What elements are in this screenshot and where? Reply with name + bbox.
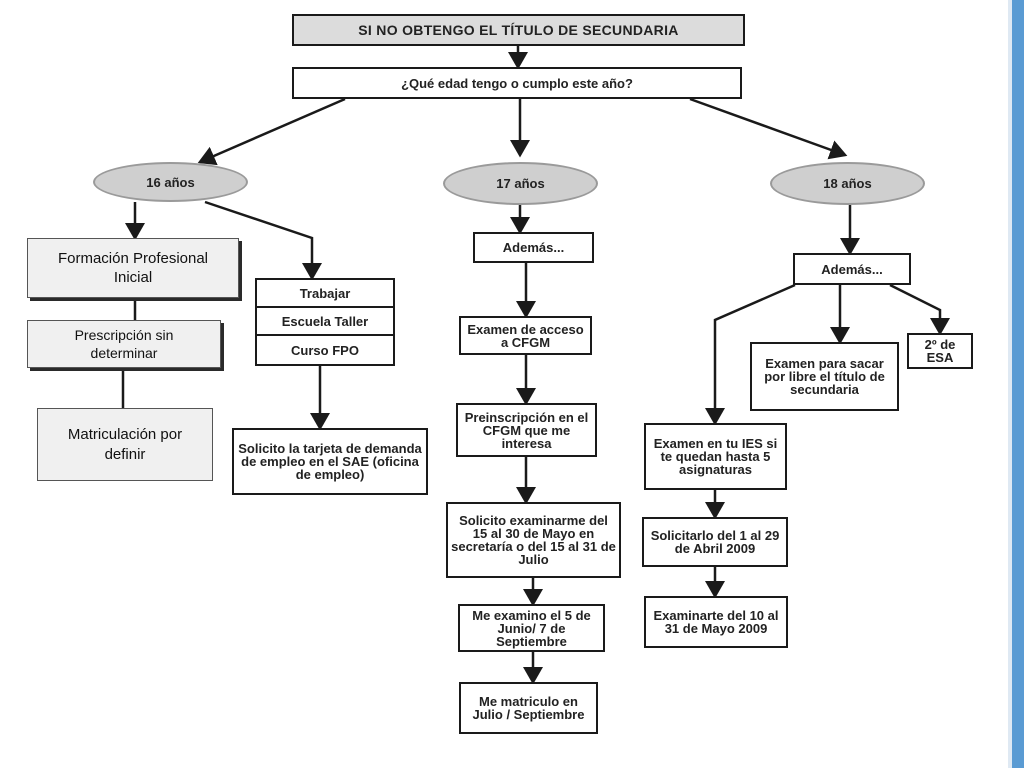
question-box: ¿Qué edad tengo o cumplo este año? (292, 67, 742, 99)
option-curso-fpo: Curso FPO (291, 342, 359, 358)
examen-libre-box: Examen para sacar por libre el título de… (750, 342, 899, 411)
diagram-title: SI NO OBTENGO EL TÍTULO DE SECUNDARIA (292, 14, 745, 46)
examinarte-box: Examinarte del 10 al 31 de Mayo 2009 (644, 596, 788, 648)
fp-inicial-box: Formación Profesional Inicial (27, 238, 239, 298)
solicito-examen-box: Solicito examinarme del 15 al 30 de Mayo… (446, 502, 621, 578)
line-question-18 (689, 97, 848, 160)
solicitarlo-box: Solicitarlo del 1 al 29 de Abril 2009 (642, 517, 788, 567)
option-escuela-taller: Escuela Taller (257, 308, 393, 336)
age-17-ellipse: 17 años (443, 162, 598, 205)
option-trabajar: Trabajar (257, 280, 393, 308)
esa-box: 2º de ESA (907, 333, 973, 369)
tarjeta-empleo-box: Solicito la tarjeta de demanda de empleo… (232, 428, 428, 495)
line-ademas-ies (705, 283, 796, 426)
ademas-17-box: Además... (473, 232, 594, 263)
age-18-ellipse: 18 años (770, 162, 925, 205)
examen-cfgm-box: Examen de acceso a CFGM (459, 316, 592, 355)
examen-ies-box: Examen en tu IES si te quedan hasta 5 as… (644, 423, 787, 490)
matriculacion-box: Matriculación por definir (37, 408, 213, 481)
line-question-16 (197, 97, 346, 166)
line-16-trabajar (204, 200, 322, 281)
slide-edge-light (1008, 0, 1012, 768)
age-16-ellipse: 16 años (93, 162, 248, 202)
line-ademas-esa (889, 283, 950, 336)
me-examino-box: Me examino el 5 de Junio/ 7 de Septiembr… (458, 604, 605, 652)
preinscripcion-box: Preinscripción en el CFGM que me interes… (456, 403, 597, 457)
prescripcion-box: Prescripción sin determinar (27, 320, 221, 368)
ademas-18-box: Además... (793, 253, 911, 285)
me-matriculo-box: Me matriculo en Julio / Septiembre (459, 682, 598, 734)
slide-edge-bar (1012, 0, 1024, 768)
work-options-stack: Trabajar Escuela Taller Curso FPO (255, 278, 395, 366)
